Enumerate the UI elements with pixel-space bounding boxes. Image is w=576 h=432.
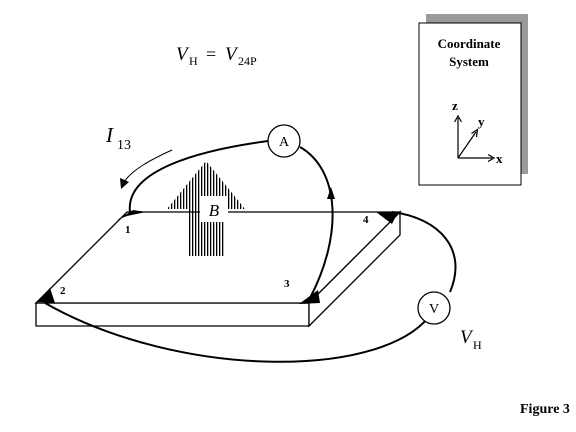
voltage-circuit (44, 211, 457, 363)
field-label: B (209, 201, 220, 220)
y-axis-arrowhead (471, 128, 479, 138)
coordinate-title-line1: Coordinate (438, 36, 501, 51)
coordinate-axes-icon (453, 114, 496, 163)
hall-voltage-symbol: V (460, 327, 474, 348)
equation-rhs-subscript: 24P (238, 54, 257, 68)
contact-1-label: 1 (125, 224, 131, 236)
wire-contact1-to-ammeter (128, 140, 269, 213)
equation-equals: = (206, 44, 216, 64)
wire-voltmeter-to-contact2 (44, 302, 434, 363)
wire-contact4-to-voltmeter (391, 211, 457, 293)
current-symbol: I (105, 123, 114, 147)
contact-4-pad (376, 212, 398, 224)
y-axis-line (457, 131, 477, 159)
hall-voltage-label: V H (460, 327, 482, 352)
coordinate-system-box: Coordinate System z y x (418, 14, 528, 186)
contact-1-pad (117, 210, 146, 220)
figure-caption: Figure 3 (520, 402, 570, 417)
contact-4-label: 4 (363, 214, 369, 226)
equation-rhs-symbol: V (225, 44, 239, 65)
x-axis-label: x (496, 151, 503, 166)
current-label: I 13 (105, 123, 173, 189)
sample-slab (34, 210, 402, 328)
current-direction-arrowhead (327, 187, 335, 199)
x-axis-arrowhead (487, 153, 496, 163)
voltmeter-circle (417, 291, 451, 325)
equation: V H = V 24P (176, 44, 257, 68)
voltmeter: V (417, 291, 451, 325)
field-label-box (200, 196, 228, 222)
current-subscript: 13 (117, 138, 131, 153)
contact-2-label: 2 (60, 285, 66, 297)
y-axis-label: y (478, 114, 485, 129)
current-circuit (128, 140, 334, 299)
z-axis-label: z (452, 98, 458, 113)
magnetic-field-arrow: B (167, 161, 245, 256)
contact-3-label: 3 (284, 278, 290, 290)
equation-lhs-subscript: H (189, 54, 198, 68)
hall-voltage-subscript: H (473, 338, 482, 352)
coordinate-title-line2: System (449, 54, 489, 69)
ammeter-circle (267, 124, 301, 158)
equation-lhs-symbol: V (176, 44, 190, 65)
ammeter: A (267, 124, 301, 158)
voltmeter-label: V (429, 302, 439, 317)
contact-2-pad (37, 288, 55, 303)
wire-ammeter-to-contact3 (299, 146, 334, 299)
slab-front-face (35, 302, 310, 327)
slab-top-face (34, 211, 402, 304)
current-curved-arrow-line (123, 149, 173, 183)
z-axis-arrowhead (453, 114, 463, 123)
current-curved-arrowhead (120, 178, 129, 189)
ammeter-label: A (279, 135, 290, 150)
